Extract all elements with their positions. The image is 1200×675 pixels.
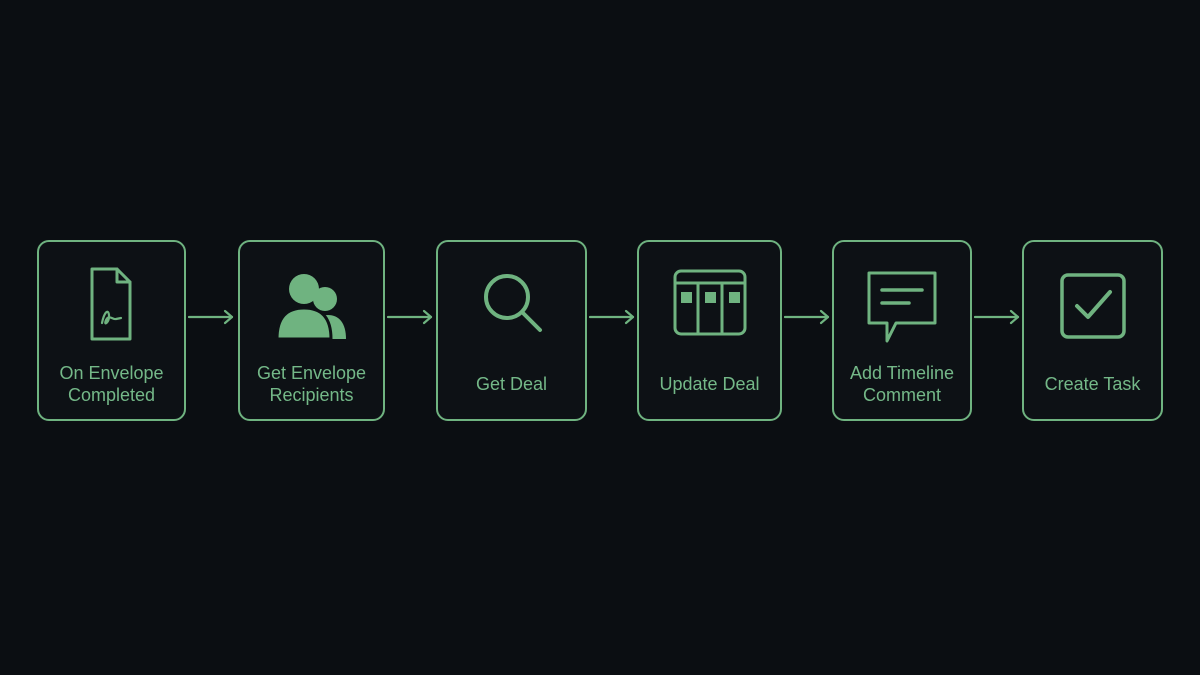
step-label-line: Get Envelope [256,363,367,383]
step-label-line: Recipients [269,385,354,405]
step-label: Create Task [1030,360,1155,408]
search-icon [467,265,557,345]
step-label-line: Get Deal [475,374,548,394]
flow-arrow [188,306,236,328]
step-label: Add Timeline Comment [840,360,964,408]
flow-arrow [589,306,637,328]
step-update-deal[interactable]: Update Deal [637,240,782,421]
flow-arrow [387,306,435,328]
step-get-deal[interactable]: Get Deal [436,240,587,421]
comment-icon [857,265,947,345]
step-create-task[interactable]: Create Task [1022,240,1163,421]
step-add-timeline-comment[interactable]: Add Timeline Comment [832,240,972,421]
step-label: On Envelope Completed [45,360,178,408]
flow-arrow [784,306,832,328]
step-label: Get Envelope Recipients [246,360,377,408]
step-label-line: Update Deal [659,374,760,394]
step-get-envelope-recipients[interactable]: Get Envelope Recipients [238,240,385,421]
step-label-line: On Envelope [59,363,164,383]
flow-arrow [974,306,1022,328]
step-label-line: Add Timeline [849,363,955,383]
step-label-line: Create Task [1044,374,1141,394]
step-label: Get Deal [444,360,579,408]
step-label-line: Completed [67,385,156,405]
signed-document-icon [67,265,157,345]
checkbox-icon [1048,265,1138,345]
step-label-line: Comment [862,385,942,405]
kanban-board-icon [665,265,755,345]
step-label: Update Deal [645,360,774,408]
step-on-envelope-completed[interactable]: On Envelope Completed [37,240,186,421]
users-icon [267,265,357,345]
